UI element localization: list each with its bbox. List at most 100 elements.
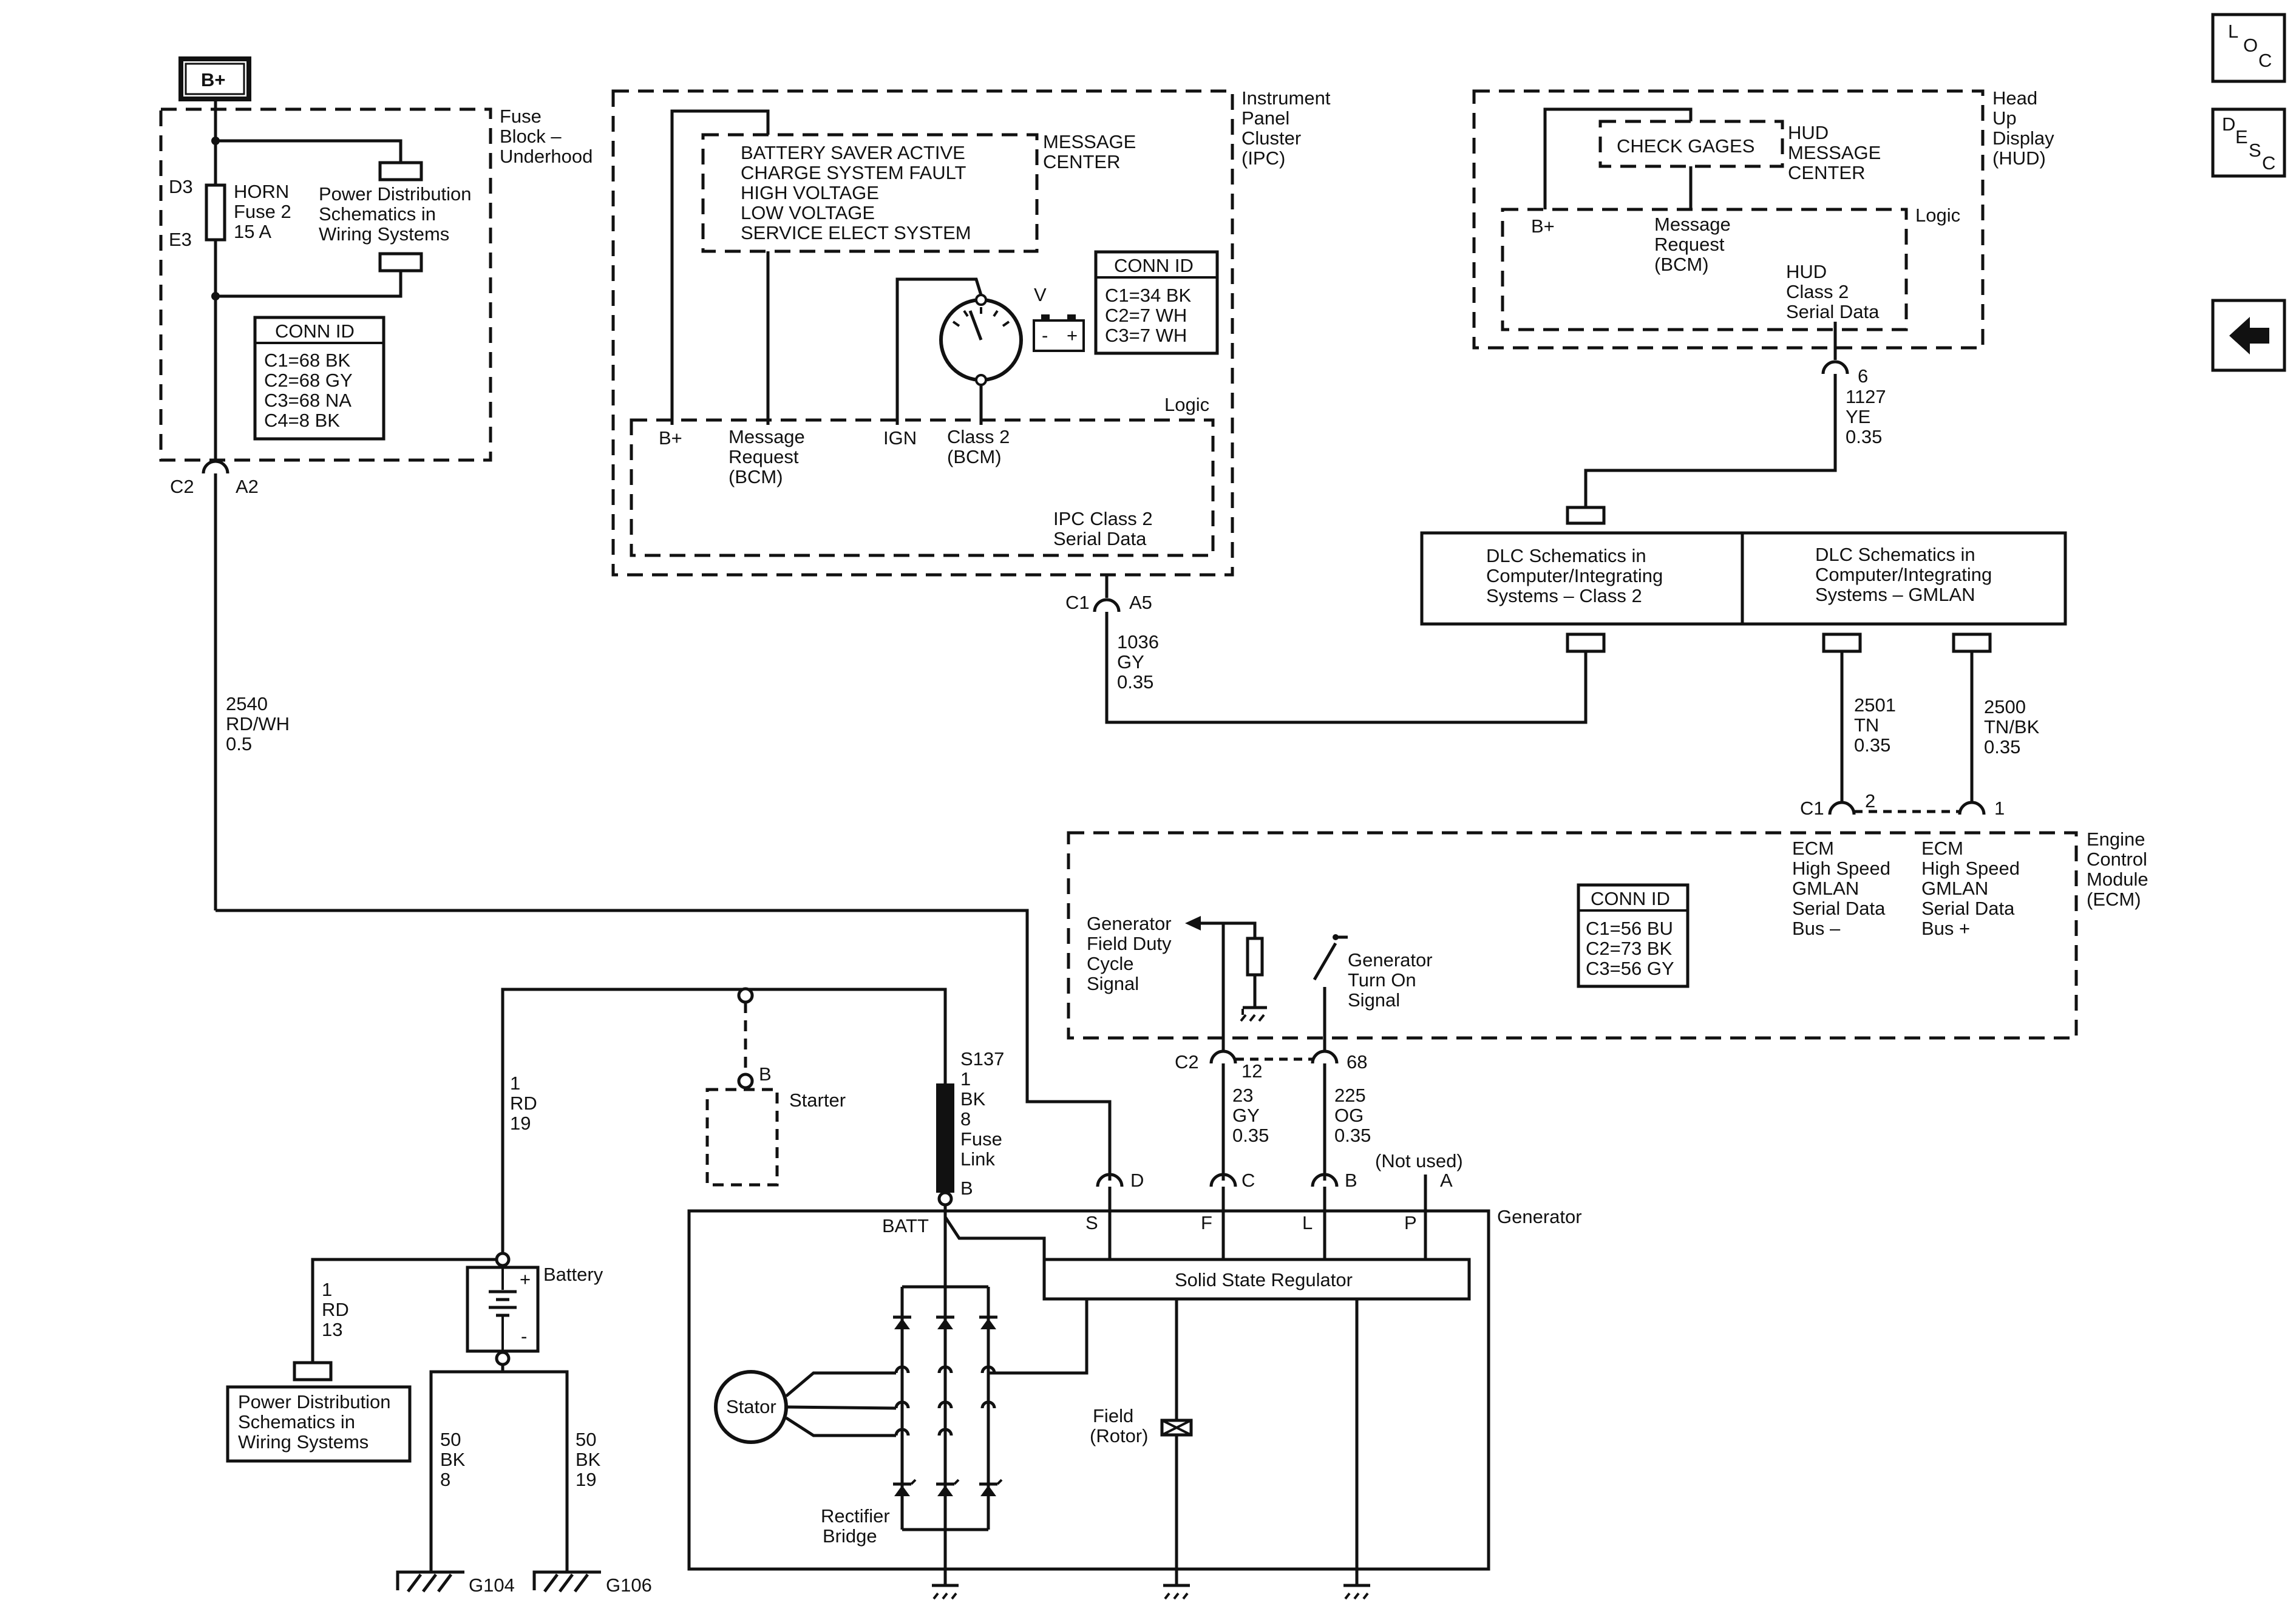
schematic-label: CENTER [1043,151,1120,172]
schematic-label: Fuse 2 [234,201,291,222]
back-button[interactable] [2211,299,2286,372]
schematic-label: (Rotor) [1090,1425,1148,1446]
schematic-label: 8 [960,1108,971,1130]
wire-50-19-label: 19 [576,1469,596,1490]
desc-letter: C [2262,152,2275,174]
schematic-label: C1=68 BK [264,350,351,371]
ground-g104: G104 [396,1570,515,1596]
ecm-bus-plus-label: Serial Data [1921,898,2015,919]
starter-pin: B [759,1063,772,1085]
schematic-label: Schematics in [238,1411,355,1432]
wire-2501-label: 0.35 [1854,734,1890,756]
schematic-label: (IPC) [1241,147,1285,169]
hud-pin: 6 [1858,365,1868,387]
wire-1036-label: 0.35 [1117,671,1153,693]
wire-50-8-label: 50 [440,1429,461,1450]
schematic-label: Cluster [1241,127,1301,149]
schematic-label: Request [729,446,799,467]
ipc-message: CHARGE SYSTEM FAULT [741,162,966,183]
ecm-bus-plus-label: Bus + [1921,918,1970,939]
schematic-label: D3 [169,176,193,197]
schematic-label: Generator [1087,913,1172,934]
schematic-label: Link [960,1148,995,1170]
schematic-label: B [1345,1170,1357,1191]
schematic-label: S137 [960,1048,1004,1070]
desc-button[interactable]: D E S C [2211,107,2286,178]
schematic-label: Panel [1241,107,1289,129]
pd-reference: Schematics in [319,203,436,225]
schematic-label: G104 [469,1575,515,1596]
schematic-label: G106 [606,1575,652,1596]
pd-reference: Wiring Systems [319,223,449,245]
wire-2500-label: 2500 [1984,696,2026,717]
schematic-label: Fuse [960,1128,1002,1150]
schematic-label: 68 [1347,1051,1367,1073]
schematic-label: Class 2 [947,426,1010,447]
schematic-label: Starter [789,1090,846,1111]
schematic-label: 15 A [234,221,271,242]
loc-letter: O [2243,35,2258,56]
schematic-label: Class 2 [1786,281,1849,302]
schematic-label: C2=73 BK [1586,938,1673,959]
schematic-label: CHECK GAGES [1617,135,1754,157]
schematic-label: - [521,1326,527,1347]
wire-50-19-label: BK [576,1449,601,1470]
schematic-label: CONN ID [1114,255,1194,276]
schematic-label: MESSAGE [1788,142,1881,163]
schematic-label: B+ [1531,215,1555,237]
schematic-label: C4=8 BK [264,410,340,431]
wire-2540-label: 0.5 [226,733,252,754]
schematic-label: Battery [543,1264,603,1285]
dlc-class2-ref: Systems – Class 2 [1486,585,1642,606]
schematic-label: + [1067,325,1078,346]
schematic-label: 12 [1241,1060,1262,1082]
schematic-label: C1=34 BK [1105,285,1192,306]
schematic-label: (BCM) [1654,254,1709,275]
ecm-bus-minus-label: Serial Data [1792,898,1886,919]
dlc-class2-ref: Computer/Integrating [1486,565,1663,586]
loc-letter: C [2258,50,2272,71]
schematic-label: Logic [1164,394,1209,415]
schematic-label: (HUD) [1992,147,2046,169]
ground-g106: G106 [532,1570,652,1596]
connector-c2-ecm: C2 12 68 [1175,1049,1367,1082]
left-arrow-icon [2229,317,2269,354]
schematic-label: Message [729,426,805,447]
schematic-label: HORN [234,181,289,202]
schematic-label: C2=68 GY [264,370,353,391]
wire-23-label: 23 [1232,1085,1253,1106]
schematic-label: MESSAGE [1043,131,1136,152]
schematic-label: A [1440,1170,1453,1191]
schematic-label: C1=56 BU [1586,918,1673,939]
schematic-label: 1 [1994,798,2005,819]
schematic-label: Stator [726,1396,776,1417]
connector-c2-a2: C2 A2 [170,459,259,497]
regulator-label: Solid State Regulator [1175,1269,1353,1290]
wire-2500-label: TN/BK [1984,716,2040,737]
wire-50-8-label: 8 [440,1469,450,1490]
fuse-block-title: Block – [500,126,562,147]
wire-1127-label: 0.35 [1846,426,1882,447]
wire-50-19-label: 50 [576,1429,596,1450]
schematic-label: B+ [201,69,226,90]
wire-23-label: GY [1232,1105,1260,1126]
conn-id-table: CONN ID C1=56 BU C2=73 BK C3=56 GY [1577,883,1690,988]
ecm-bus-minus-label: GMLAN [1792,878,1859,899]
ipc-message: LOW VOLTAGE [741,202,875,223]
wire-225-label: 0.35 [1334,1125,1371,1146]
schematic-label: Message [1654,214,1731,235]
schematic-label: C1 [1065,592,1090,613]
loc-button[interactable]: L O C [2211,13,2286,83]
ipc-message: BATTERY SAVER ACTIVE [741,142,965,163]
ecm-bus-plus-label: ECM [1921,838,1963,859]
fuse-block-title: Fuse [500,106,542,127]
voltmeter-gauge [939,294,1023,386]
schematic-label: A2 [236,476,259,497]
schematic-label: CONN ID [1591,888,1670,909]
ipc-message: HIGH VOLTAGE [741,182,879,203]
ecm-bus-plus-label: High Speed [1921,858,2020,879]
generator: Generator (Not used) D C B A S F L P BAT… [687,1150,1582,1585]
wire-1127-label: 1127 [1846,386,1886,407]
dlc-gmlan-ref: DLC Schematics in [1815,544,1975,565]
